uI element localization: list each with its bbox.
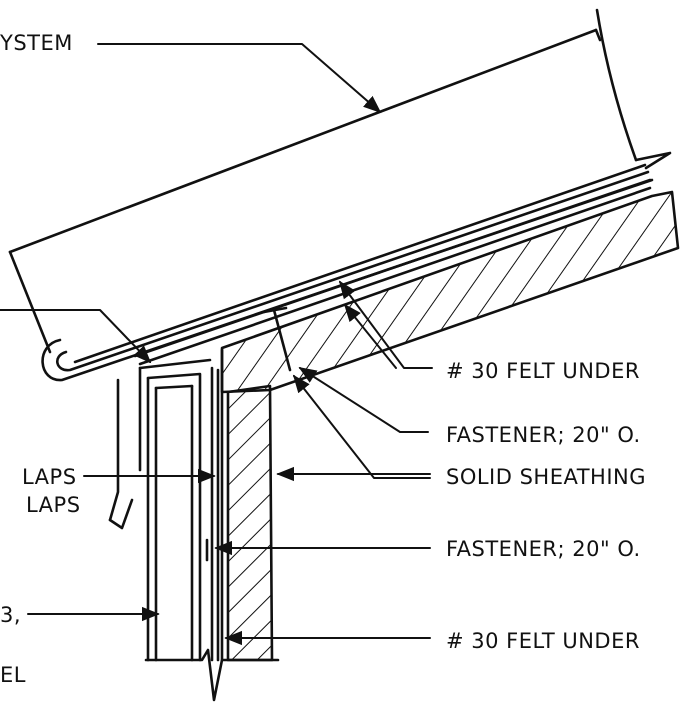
label-solid-sheathing: SOLID SHEATHING <box>446 465 646 489</box>
leader-lines <box>0 43 433 646</box>
label-roofing-system: YSTEM <box>0 31 73 55</box>
label-laps-1: LAPS <box>22 465 77 489</box>
label-fastener-bottom: FASTENER; 20" O. <box>446 537 641 561</box>
drip-edge <box>41 163 654 382</box>
label-left-3: 3, <box>0 603 21 627</box>
label-left-el: EL <box>0 663 26 687</box>
label-fastener-top: FASTENER; 20" O. <box>446 423 641 447</box>
label-felt-underlayment-top: # 30 FELT UNDER <box>446 359 640 383</box>
roofing-system-panel <box>8 8 672 354</box>
felt-underlayment-top <box>133 178 652 366</box>
label-laps-2: LAPS <box>26 493 81 517</box>
break-line <box>144 648 280 702</box>
label-felt-underlayment-bottom: # 30 FELT UNDER <box>446 629 640 653</box>
fastener-marks <box>205 306 292 562</box>
solid-sheathing-wall <box>220 348 274 662</box>
